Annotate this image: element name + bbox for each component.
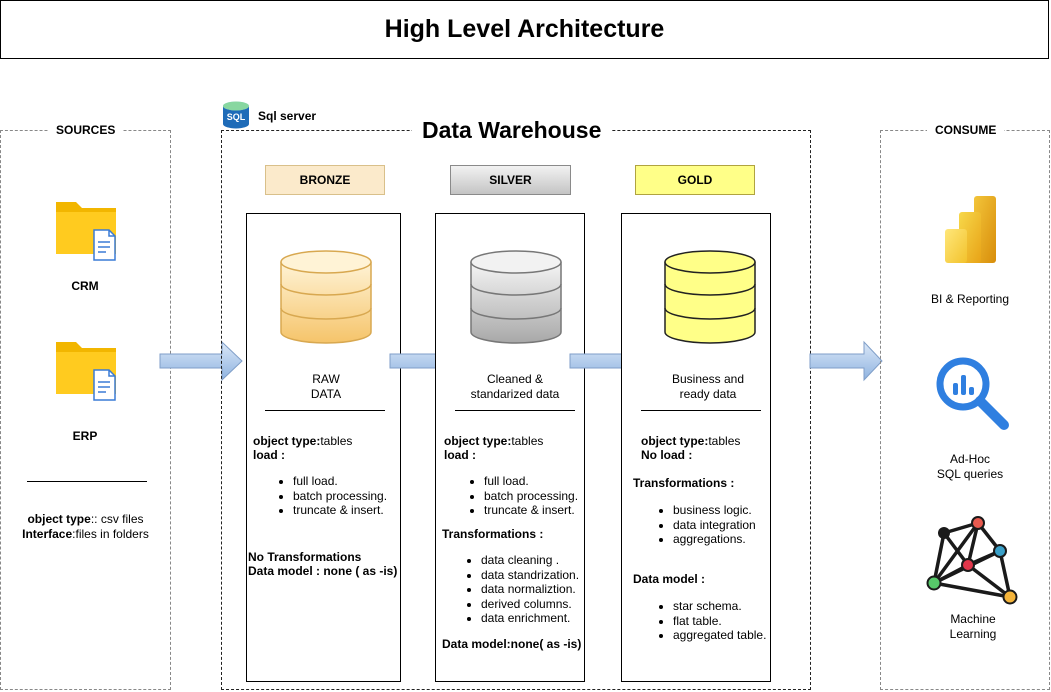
arrow-sources-to-bronze (159, 340, 243, 382)
crm-label: CRM (71, 279, 99, 293)
sources-interface-val: :files in folders (72, 527, 149, 541)
bronze-database-icon (280, 250, 372, 344)
machine-learning-icon (926, 516, 1018, 605)
list-item: batch processing. (484, 489, 578, 504)
list-item: batch processing. (293, 489, 387, 504)
list-item: full load. (293, 474, 387, 489)
gold-object-type: object type:tables (641, 434, 740, 449)
bronze-tag: BRONZE (265, 165, 385, 195)
adhoc-label-line1: Ad-Hoc (949, 452, 990, 466)
adhoc-label-line2: SQL queries (936, 467, 1004, 481)
sql-server-label: Sql server (258, 109, 317, 123)
gold-desc-line2: ready data (679, 387, 737, 401)
bronze-load-label: load : (253, 448, 285, 462)
gold-object-type-key: object type: (641, 434, 709, 448)
list-item: full load. (484, 474, 578, 489)
erp-folder-icon (56, 342, 116, 401)
gold-transformations-list: business logic. data integration aggrega… (643, 503, 756, 547)
arrow-gold-to-consume (809, 340, 883, 382)
list-item: aggregations. (673, 532, 756, 547)
bi-reporting-label: BI & Reporting (930, 292, 1010, 306)
bi-reporting-icon (945, 196, 996, 263)
gold-load-label: No load : (641, 448, 693, 462)
list-item: star schema. (673, 599, 766, 614)
list-item: truncate & insert. (293, 503, 387, 518)
ml-label-line1: Machine (950, 612, 996, 626)
silver-database-icon (470, 250, 562, 344)
gold-desc-line1: Business and (671, 372, 745, 386)
sources-divider (27, 481, 147, 482)
bronze-object-type: object type:tables (253, 434, 352, 449)
sources-interface-key: Interface (22, 527, 73, 541)
silver-transformations-list: data cleaning . data standrization. data… (451, 553, 579, 626)
silver-data-model: Data model:none( as -is) (442, 637, 582, 651)
gold-database-icon (664, 250, 756, 344)
sources-interface: Interface:files in folders (0, 527, 171, 542)
bronze-load-list: full load. batch processing. truncate & … (263, 474, 387, 518)
silver-load-list: full load. batch processing. truncate & … (454, 474, 578, 518)
page-title: High Level Architecture (0, 0, 1049, 59)
silver-load-label: load : (444, 448, 476, 462)
consume-label: CONSUME (927, 123, 1005, 137)
silver-object-type: object type:tables (444, 434, 543, 449)
gold-tag: GOLD (635, 165, 755, 195)
adhoc-sql-query-icon (936, 357, 1009, 430)
list-item: data enrichment. (481, 611, 579, 626)
list-item: data cleaning . (481, 553, 579, 568)
bronze-desc-line2: DATA (310, 387, 342, 401)
sources-object-type-val: :: csv files (90, 512, 144, 526)
bronze-transformations: No Transformations (248, 550, 362, 564)
gold-data-model-list: star schema. flat table. aggregated tabl… (643, 599, 766, 643)
gold-object-type-val: tables (708, 434, 741, 448)
silver-object-type-val: tables (511, 434, 544, 448)
list-item: derived columns. (481, 597, 579, 612)
bronze-desc-line1: RAW (312, 372, 340, 386)
silver-desc-line1: Cleaned & (486, 372, 544, 386)
bronze-divider (265, 410, 385, 411)
silver-tag: SILVER (450, 165, 571, 195)
silver-divider (455, 410, 575, 411)
sources-label: SOURCES (48, 123, 124, 137)
list-item: truncate & insert. (484, 503, 578, 518)
gold-data-model-label: Data model : (633, 572, 706, 586)
sources-object-type-key: object type (27, 512, 91, 526)
list-item: aggregated table. (673, 628, 766, 643)
silver-transformations-label: Transformations : (442, 527, 544, 541)
ml-label-line2: Learning (949, 627, 997, 641)
silver-desc-line2: standarized data (470, 387, 560, 401)
gold-transformations-label: Transformations : (633, 476, 735, 490)
bronze-object-type-val: tables (320, 434, 353, 448)
sources-object-type: object type:: csv files (0, 512, 171, 527)
gold-divider (641, 410, 761, 411)
list-item: data integration (673, 518, 756, 533)
list-item: flat table. (673, 614, 766, 629)
bronze-object-type-key: object type: (253, 434, 321, 448)
sql-server-icon (223, 101, 249, 129)
sql-badge-text: SQL (226, 112, 246, 122)
erp-label: ERP (72, 429, 98, 443)
crm-folder-icon (56, 202, 116, 261)
silver-object-type-key: object type: (444, 434, 512, 448)
bronze-panel (246, 213, 401, 682)
data-warehouse-title: Data Warehouse (412, 117, 612, 144)
list-item: data normaliztion. (481, 582, 579, 597)
list-item: business logic. (673, 503, 756, 518)
bronze-data-model: Data model : none ( as -is) (248, 564, 398, 578)
list-item: data standrization. (481, 568, 579, 583)
